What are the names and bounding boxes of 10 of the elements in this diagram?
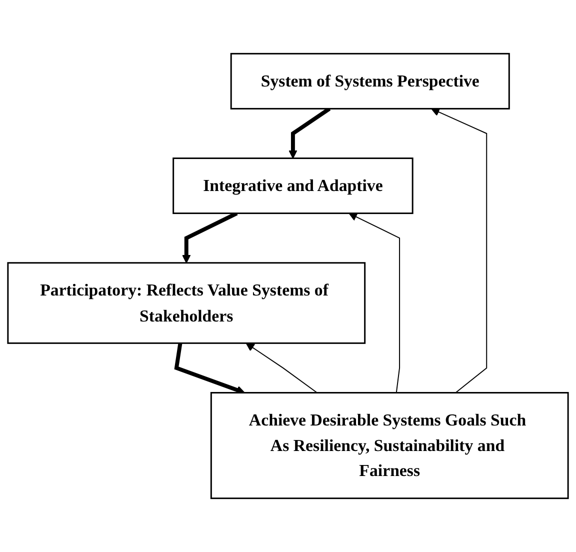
arrow [246,342,318,394]
arrow [288,107,331,159]
node-box: Achieve Desirable Systems Goals Such As Resiliency, Sustainability and Fairness [210,392,569,500]
node-box: Integrative and Adaptive [172,158,414,214]
node-box: Participatory: Reflects Value Systems of Stakeholders [7,262,366,344]
arrow [174,342,245,394]
arrow [348,212,400,394]
node-box: System of Systems Perspective [230,52,510,110]
arrow [431,108,488,394]
arrow [182,212,238,264]
